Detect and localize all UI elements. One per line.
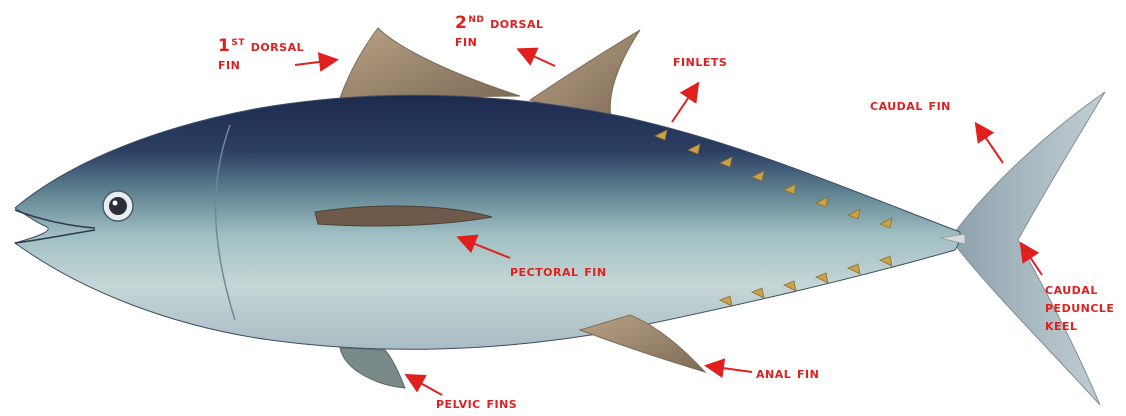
label-caudal-fin: Caudal fin — [870, 96, 951, 114]
label-second-dorsal-fin: 2ND DORSAL FIN — [455, 14, 544, 50]
caudal-fin — [955, 92, 1105, 405]
arrow-pelvic — [408, 376, 442, 395]
label-anal-fin: Anal fin — [756, 364, 819, 382]
label-pelvic-fins: Pelvic fins — [436, 394, 517, 412]
tuna-body — [15, 95, 960, 349]
label-caudal-peduncle-keel: Caudal peduncle keel — [1045, 280, 1114, 334]
label-finlets: Finlets — [673, 52, 727, 70]
arrow-anal-fin — [708, 366, 752, 372]
arrow-caudal-fin — [977, 125, 1003, 163]
arrow-second-dorsal — [520, 50, 555, 66]
pelvic-fin — [340, 348, 405, 388]
label-pectoral-fin: Pectoral fin — [510, 262, 607, 280]
arrow-finlets — [672, 85, 697, 122]
label-first-dorsal-fin: 1ST DORSAL FIN — [218, 37, 304, 73]
